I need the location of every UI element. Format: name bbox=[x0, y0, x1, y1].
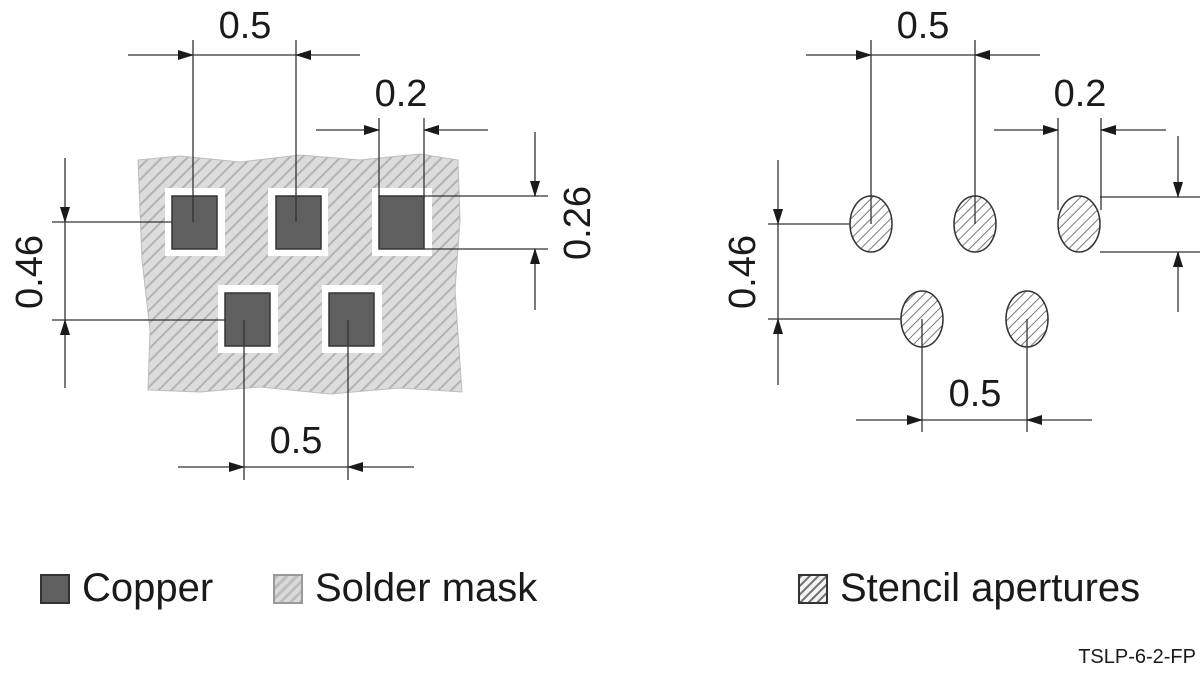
legend-stencil-label: Stencil apertures bbox=[840, 566, 1141, 610]
solder-mask-swatch bbox=[273, 573, 303, 604]
dim-pitch-bottom: 0.5 bbox=[270, 420, 323, 462]
figure-code: TSLP-6-2-FP bbox=[1078, 646, 1196, 668]
right-dimension-labels: 0.5 0.2 0.46 0.5 bbox=[722, 5, 1106, 415]
dim-pad-width: 0.2 bbox=[375, 73, 428, 115]
copper-pad bbox=[224, 292, 271, 347]
dim-pitch-top: 0.5 bbox=[219, 5, 272, 47]
stencil-swatch bbox=[798, 573, 828, 604]
dim-row-spacing: 0.46 bbox=[9, 235, 51, 309]
left-dimension-labels: 0.5 0.2 0.26 0.46 0.5 bbox=[9, 5, 599, 462]
copper-pads bbox=[165, 188, 432, 353]
legend-solder-mask: Solder mask bbox=[273, 566, 537, 611]
copper-pad bbox=[171, 195, 218, 250]
legend-copper-label: Copper bbox=[82, 566, 214, 610]
legend-solder-mask-label: Solder mask bbox=[315, 566, 538, 610]
dim-pad-height: 0.26 bbox=[557, 186, 599, 260]
left-dimension-lines bbox=[52, 40, 548, 480]
legend-stencil: Stencil apertures bbox=[798, 566, 1140, 611]
stencil-apertures bbox=[849, 195, 1101, 348]
stencil-dim-row-spacing: 0.46 bbox=[722, 235, 764, 309]
copper-pad bbox=[275, 195, 322, 250]
stencil-aperture bbox=[1057, 195, 1101, 253]
copper-pad bbox=[378, 195, 425, 250]
stencil-dim-pitch-top: 0.5 bbox=[897, 5, 950, 47]
legend-copper: Copper bbox=[40, 566, 213, 611]
solder-mask-footprint bbox=[137, 153, 463, 395]
copper-pad bbox=[328, 292, 375, 347]
copper-swatch bbox=[40, 573, 70, 604]
stencil-dim-pitch-bottom: 0.5 bbox=[949, 373, 1002, 415]
stencil-dim-pad-width: 0.2 bbox=[1054, 73, 1107, 115]
right-dimension-lines bbox=[768, 40, 1200, 432]
